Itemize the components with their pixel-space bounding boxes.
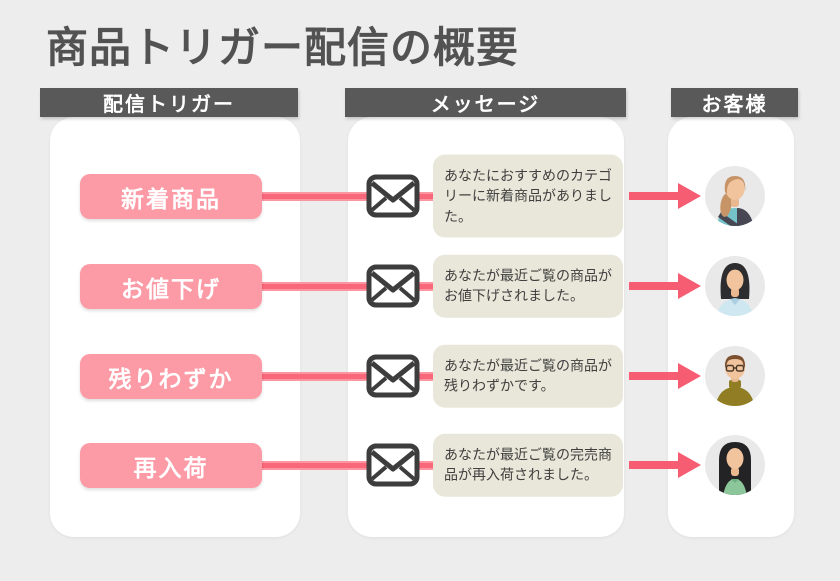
message-bubble: あなたが最近ご覧の完売商品が再入荷されました。 [433,433,623,497]
column-header-trigger: 配信トリガー [40,88,298,117]
flow-line [258,282,440,291]
flow-arrow [629,192,680,200]
message-bubble: あなたにおすすめのカテゴリーに新着商品がありました。 [433,154,623,238]
trigger-button: 新着商品 [80,174,262,219]
page-title: 商品トリガー配信の概要 [46,24,520,71]
flow-arrow-head-icon [678,183,701,209]
woman-dark-bob-avatar-icon [704,255,766,317]
trigger-button: 残りわずか [80,354,262,399]
woman-side-ponytail-avatar-icon [704,165,766,227]
flow-arrow [629,372,680,380]
message-bubble: あなたが最近ご覧の商品がお値下げされました。 [433,254,623,318]
flow-arrow-head-icon [678,452,701,478]
envelope-icon [366,354,420,398]
flow-arrow [629,282,680,290]
trigger-button: 再入荷 [80,443,262,488]
envelope-icon [366,264,420,308]
envelope-icon [366,443,420,487]
flow-arrow-head-icon [678,273,701,299]
flow-line [258,372,440,381]
flow-arrow-head-icon [678,363,701,389]
message-bubble: あなたが最近ご覧の商品が残りわずかです。 [433,344,623,408]
envelope-icon [366,174,420,218]
woman-long-dark-hair-avatar-icon [704,434,766,496]
man-glasses-avatar-icon [704,345,766,407]
flow-line [258,461,440,470]
column-header-message: メッセージ [345,88,626,117]
column-header-customer: お客様 [671,88,798,117]
flow-line [258,192,440,201]
trigger-button: お値下げ [80,264,262,309]
flow-arrow [629,461,680,469]
